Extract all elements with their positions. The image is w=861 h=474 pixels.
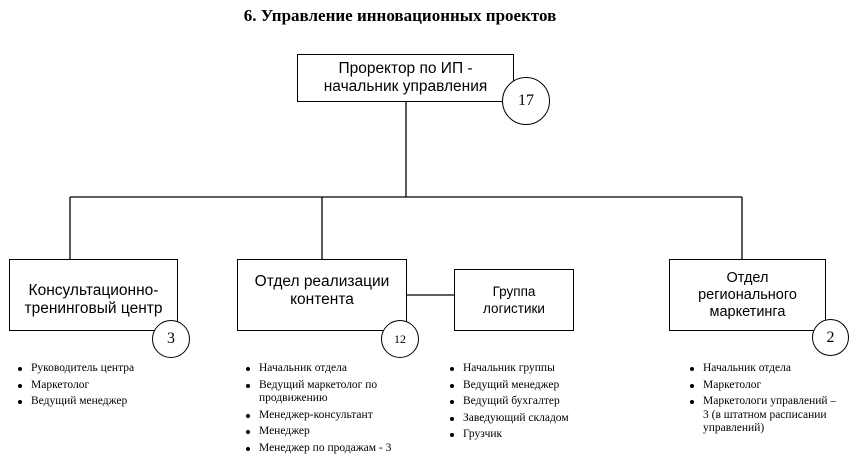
staff-list-logistics: Начальник группы Ведущий менеджер Ведущи… (447, 362, 637, 445)
unit-count-badge-marketing: 2 (812, 319, 849, 356)
staff-item: Менеджер по продажам - 3 (243, 442, 418, 456)
staff-item: Начальник отдела (243, 362, 418, 376)
staff-item: Маркетологи управлений – 3 (в штатном ра… (687, 395, 837, 436)
staff-item: Маркетолог (687, 379, 837, 393)
unit-box-regional-marketing: Отдел регионального маркетинга (669, 259, 826, 331)
unit-box-content-dept: Отдел реализации контента (237, 259, 407, 331)
unit-label: Отдел регионального маркетинга (698, 269, 797, 320)
staff-list-training: Руководитель центра Маркетолог Ведущий м… (15, 362, 225, 412)
staff-item: Руководитель центра (15, 362, 225, 376)
staff-list-marketing: Начальник отдела Маркетолог Маркетологи … (687, 362, 837, 439)
unit-count-badge-content: 12 (381, 320, 419, 358)
staff-item: Начальник группы (447, 362, 637, 376)
unit-count-badge-training: 3 (152, 320, 190, 358)
staff-item: Ведущий менеджер (447, 379, 637, 393)
head-label: Проректор по ИП - начальник управления (323, 60, 488, 95)
staff-item: Ведущий менеджер (15, 395, 225, 409)
unit-count: 12 (394, 331, 406, 346)
head-count: 17 (518, 92, 534, 109)
staff-item: Начальник отдела (687, 362, 837, 376)
unit-label: Консультационно- тренинговый центр (24, 282, 163, 317)
staff-item: Маркетолог (15, 379, 225, 393)
unit-label: Отдел реализации контента (254, 273, 390, 308)
head-box: Проректор по ИП - начальник управления (297, 54, 514, 102)
staff-item: Заведующий складом (447, 412, 637, 426)
staff-item: Менеджер-консультант (243, 409, 418, 423)
unit-box-training-center: Консультационно- тренинговый центр (9, 259, 178, 331)
unit-count: 3 (167, 330, 175, 347)
staff-list-content: Начальник отдела Ведущий маркетолог по п… (243, 362, 418, 458)
staff-item: Ведущий маркетолог по продвижению (243, 379, 418, 406)
unit-count: 2 (826, 328, 835, 346)
staff-item: Менеджер (243, 425, 418, 439)
unit-label: Группа логистики (483, 284, 545, 316)
staff-item: Грузчик (447, 428, 637, 442)
staff-item: Ведущий бухгалтер (447, 395, 637, 409)
head-count-badge: 17 (502, 77, 550, 125)
page-title: 6. Управление инновационных проектов (243, 6, 557, 25)
unit-box-logistics: Группа логистики (454, 269, 574, 331)
